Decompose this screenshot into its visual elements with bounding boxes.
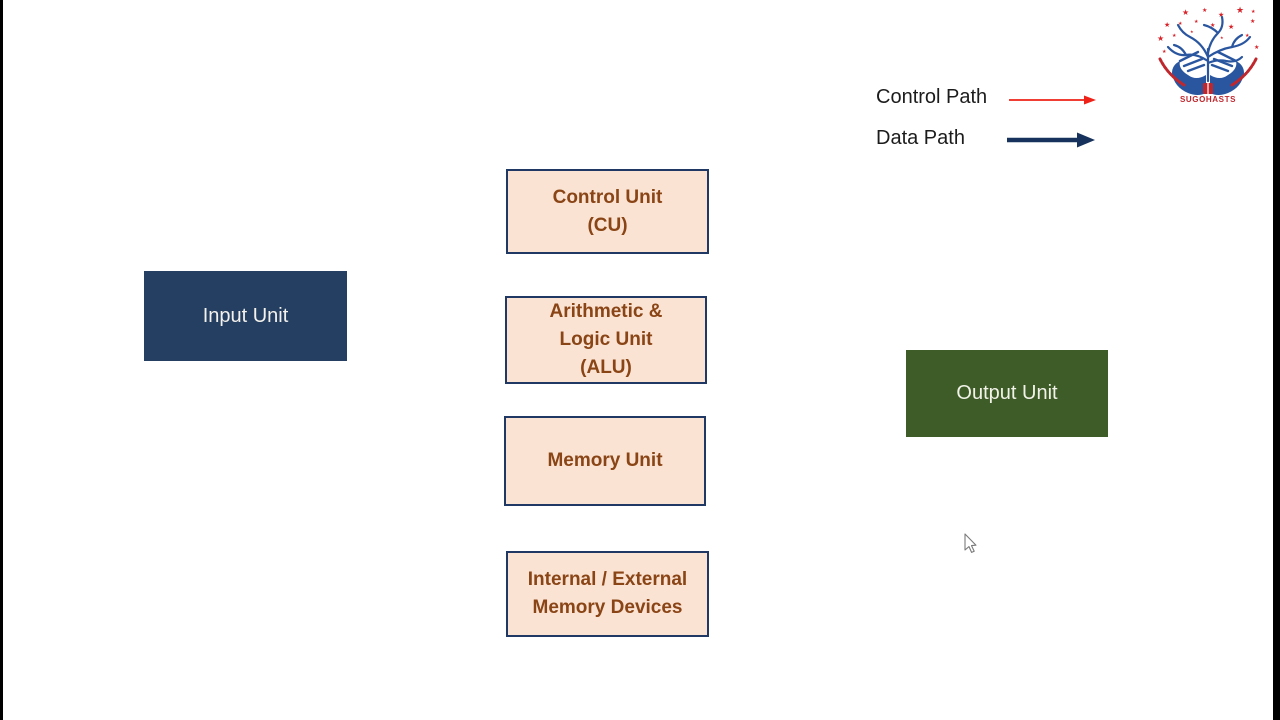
control-unit-label: Control Unit	[552, 186, 663, 208]
svg-text:★: ★	[1178, 21, 1183, 27]
output-unit-label: Output Unit	[956, 382, 1058, 404]
svg-text:★: ★	[1254, 44, 1259, 51]
svg-text:★: ★	[1245, 33, 1250, 39]
svg-text:★: ★	[1157, 34, 1164, 43]
logo-tree-branches	[1166, 15, 1252, 83]
control-unit-box: Control Unit (CU)	[506, 169, 709, 254]
logo-side-script	[1158, 57, 1258, 87]
svg-text:★: ★	[1182, 8, 1189, 17]
svg-text:★: ★	[1172, 33, 1177, 39]
svg-text:★: ★	[1251, 9, 1256, 15]
internal-external-memory-box: Internal / External Memory Devices	[506, 551, 709, 637]
svg-text:★: ★	[1228, 23, 1234, 31]
svg-text:★: ★	[1210, 22, 1215, 29]
svg-text:★: ★	[1250, 18, 1255, 25]
letterbox-bar-left	[0, 0, 3, 720]
alu-box: Arithmetic & Logic Unit (ALU)	[505, 296, 707, 384]
legend-data-path-label: Data Path	[876, 127, 965, 149]
logo-caption: SUGOHASTS	[1180, 95, 1236, 103]
letterbox-bar-right	[1273, 0, 1280, 720]
input-unit-box: Input Unit	[144, 271, 347, 361]
memory-unit-box: Memory Unit	[504, 416, 706, 506]
input-unit-label: Input Unit	[202, 304, 289, 327]
svg-text:★: ★	[1194, 19, 1199, 25]
legend-control-path-label: Control Path	[876, 86, 988, 108]
logo-hands	[1172, 50, 1244, 95]
svg-text:★: ★	[1220, 35, 1224, 40]
logo-emblem	[1203, 83, 1213, 94]
data-path-arrow-icon	[1007, 132, 1095, 148]
logo-stars: ★ ★ ★ ★ ★ ★ ★ ★ ★ ★ ★ ★ ★ ★ ★ ★ ★ ★	[1157, 6, 1259, 55]
memory-unit-label: Memory Unit	[547, 450, 663, 471]
svg-text:★: ★	[1218, 11, 1224, 19]
control-unit-abbr: (CU)	[587, 214, 628, 236]
alu-label-line2: Logic Unit	[559, 329, 653, 350]
alu-abbr: (ALU)	[580, 357, 632, 378]
svg-text:★: ★	[1202, 7, 1207, 14]
int-ext-label-line1: Internal / External	[527, 569, 688, 590]
svg-text:★: ★	[1162, 49, 1167, 55]
svg-text:★: ★	[1190, 29, 1194, 34]
mouse-cursor-icon	[964, 533, 977, 553]
int-ext-label-line2: Memory Devices	[532, 597, 683, 618]
control-path-arrow-icon	[1009, 95, 1096, 105]
svg-text:★: ★	[1164, 21, 1170, 29]
output-unit-box: Output Unit	[906, 350, 1108, 437]
svg-text:★: ★	[1236, 6, 1244, 16]
sugohasts-logo: ★ ★ ★ ★ ★ ★ ★ ★ ★ ★ ★ ★ ★ ★ ★ ★ ★ ★	[1157, 6, 1259, 103]
alu-label-line1: Arithmetic &	[549, 301, 663, 322]
